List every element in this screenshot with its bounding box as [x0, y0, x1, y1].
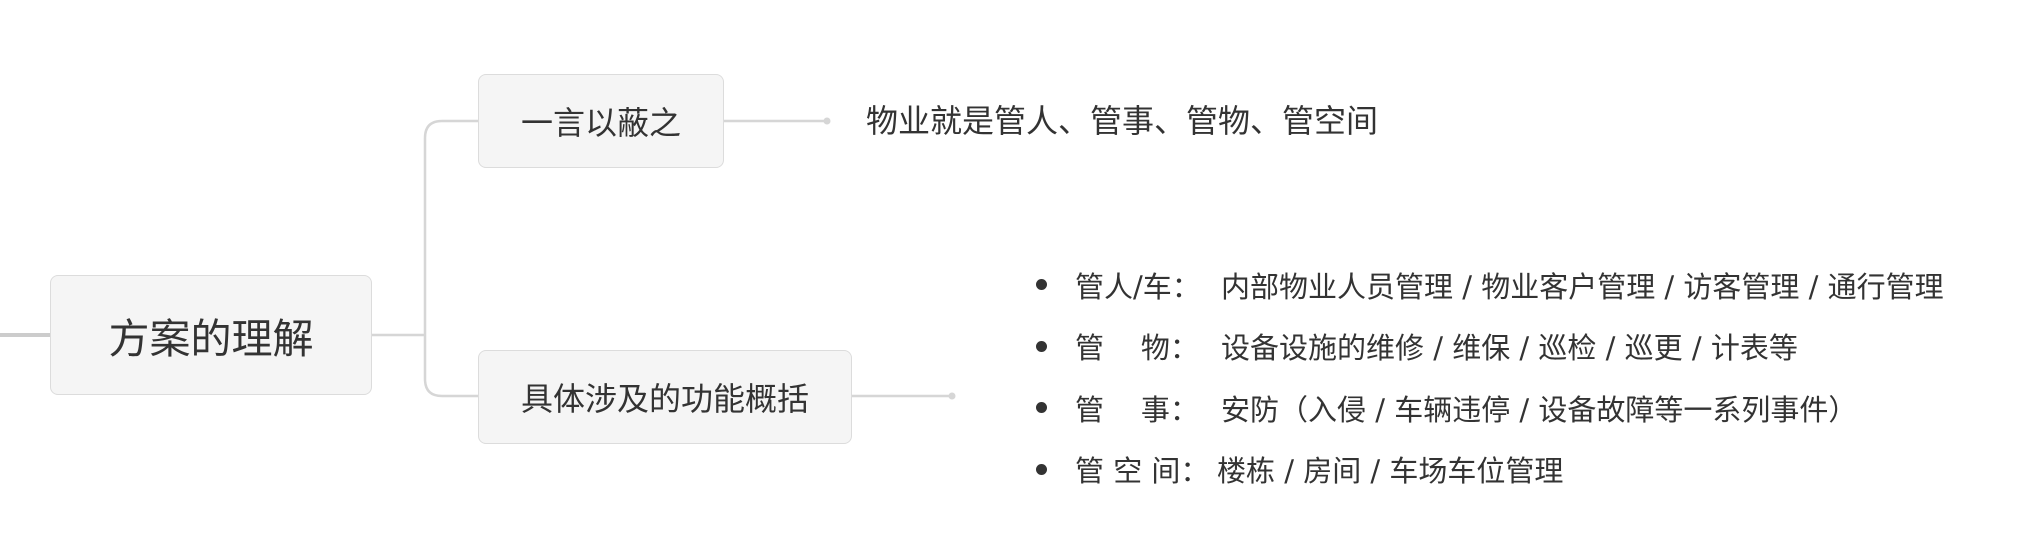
list-item: 管人/车： 内部物业人员管理 / 物业客户管理 / 访客管理 / 通行管理	[1036, 254, 1944, 316]
branch-node-label: 具体涉及的功能概括	[520, 380, 809, 418]
function-detail: 安防（入侵 / 车辆违停 / 设备故障等一系列事件）	[1221, 392, 1858, 427]
list-item: 管 事： 安防（入侵 / 车辆违停 / 设备故障等一系列事件）	[1036, 377, 1944, 439]
branch-2-connector-end	[948, 392, 956, 400]
function-label: 管 事：	[1075, 392, 1199, 427]
root-to-branches-connector	[372, 119, 478, 398]
root-node-label: 方案的理解	[108, 315, 314, 363]
branch-node-label: 一言以蔽之	[520, 104, 681, 142]
function-label: 管 空 间：	[1075, 454, 1210, 489]
bullet-dot-icon	[1036, 279, 1047, 291]
list-item: 管 空 间： 楼栋 / 房间 / 车场车位管理	[1036, 439, 1944, 501]
function-label: 管人/车：	[1075, 269, 1201, 304]
branch-node-functions[interactable]: 具体涉及的功能概括	[478, 350, 852, 444]
function-detail: 设备设施的维修 / 维保 / 巡检 / 巡更 / 计表等	[1221, 331, 1798, 366]
branch-1-connector-end	[823, 117, 831, 125]
bullet-dot-icon	[1036, 402, 1047, 414]
bullet-dot-icon	[1036, 340, 1047, 352]
function-detail: 楼栋 / 房间 / 车场车位管理	[1217, 454, 1564, 489]
summary-text[interactable]: 物业就是管人、管事、管物、管空间	[866, 102, 1379, 140]
function-label: 管 物：	[1075, 331, 1199, 366]
root-node[interactable]: 方案的理解	[50, 275, 372, 395]
bullet-dot-icon	[1036, 463, 1047, 475]
branch-node-summary[interactable]: 一言以蔽之	[478, 74, 724, 168]
list-item: 管 物： 设备设施的维修 / 维保 / 巡检 / 巡更 / 计表等	[1036, 316, 1944, 378]
function-detail: 内部物业人员管理 / 物业客户管理 / 访客管理 / 通行管理	[1221, 269, 1944, 304]
function-list[interactable]: 管人/车： 内部物业人员管理 / 物业客户管理 / 访客管理 / 通行管理 管 …	[1036, 254, 1944, 500]
